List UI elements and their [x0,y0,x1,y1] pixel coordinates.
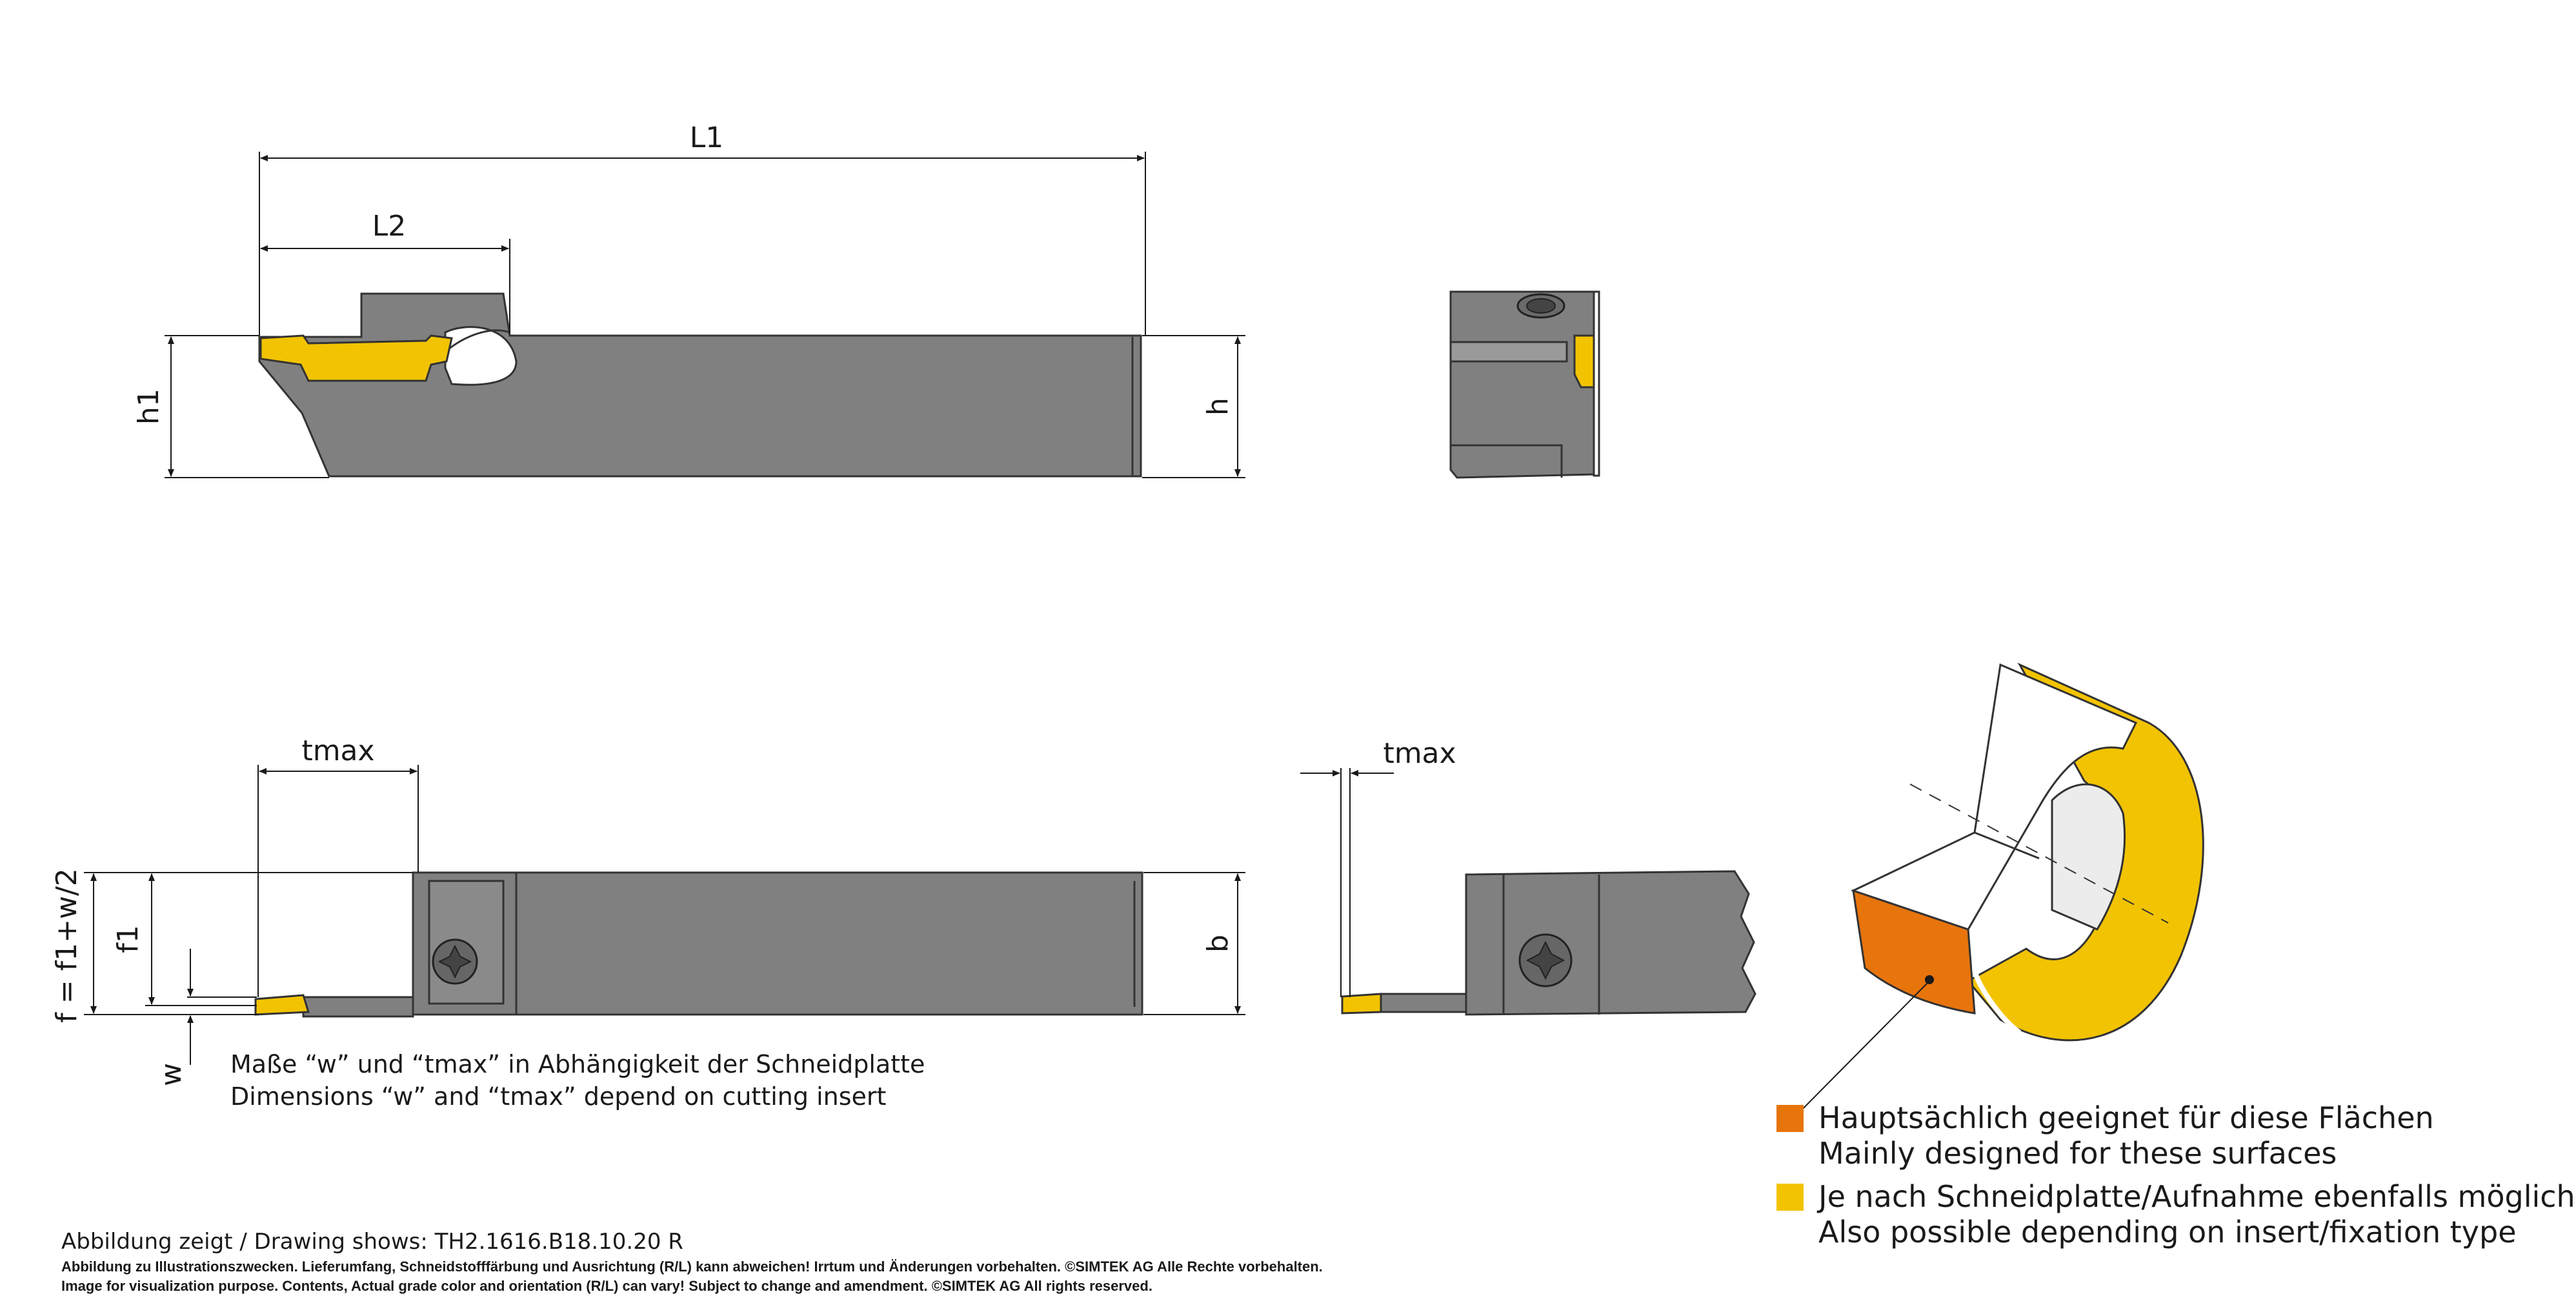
note-de: Maße “w” und “tmax” in Abhängigkeit der … [230,1050,925,1078]
dim-label-f1: f1 [112,925,145,953]
legend-secondary-de: Je nach Schneidplatte/Aufnahme ebenfalls… [1816,1179,2575,1214]
dim-label-b: b [1202,935,1234,953]
note-en: Dimensions “w” and “tmax” depend on cutt… [230,1082,886,1111]
front-view: tmax [1300,737,1756,1016]
insert-top [254,994,310,1016]
disclaimer-en: Image for visualization purpose. Content… [61,1278,1152,1294]
primary-surface [1852,889,1976,1015]
drawing-shows: Abbildung zeigt / Drawing shows: TH2.161… [61,1229,683,1255]
clamp-slot [444,326,518,386]
legend-primary-de: Hauptsächlich geeignet für diese Flächen [1818,1100,2434,1135]
dim-label-tmax-front: tmax [1383,737,1456,770]
insert-front [1341,993,1382,1015]
shank-side [258,292,1142,478]
dim-label-f: f = f1+w/2 [50,868,83,1023]
dim-label-h: h [1202,398,1234,416]
side-view: L1 L2 h1 h [132,121,1245,478]
disclaimer-de: Abbildung zu Illustrationszwecken. Liefe… [61,1259,1323,1275]
legend-secondary-en: Also possible depending on insert/fixati… [1818,1215,2517,1249]
dim-label-tmax-top: tmax [301,734,374,767]
footer: Abbildung zeigt / Drawing shows: TH2.161… [61,1229,1323,1294]
dim-label-L2: L2 [372,210,407,243]
dim-label-L1: L1 [690,121,724,154]
end-view [1449,290,1600,479]
dim-label-w: w [155,1063,188,1086]
insert-end [1573,334,1595,389]
legend: Hauptsächlich geeignet für diese Flächen… [1776,1100,2575,1249]
torx-screw-icon [1516,293,1565,319]
legend-primary-en: Mainly designed for these surfaces [1818,1136,2337,1171]
legend-swatch-primary [1776,1105,1804,1132]
legend-swatch-secondary [1776,1184,1804,1211]
torx-screw-icon [432,938,478,985]
workpiece-illustration [1787,662,2204,1125]
torx-screw-icon [1518,933,1573,987]
shank-front [1465,870,1756,1016]
shank-end [1449,290,1595,479]
shank-top [412,871,1143,1016]
dim-label-h1: h1 [132,389,165,425]
top-view: tmax f = f1+w/2 f1 w b Maße “w” und “tma… [50,734,1245,1111]
insert-side [259,334,453,382]
